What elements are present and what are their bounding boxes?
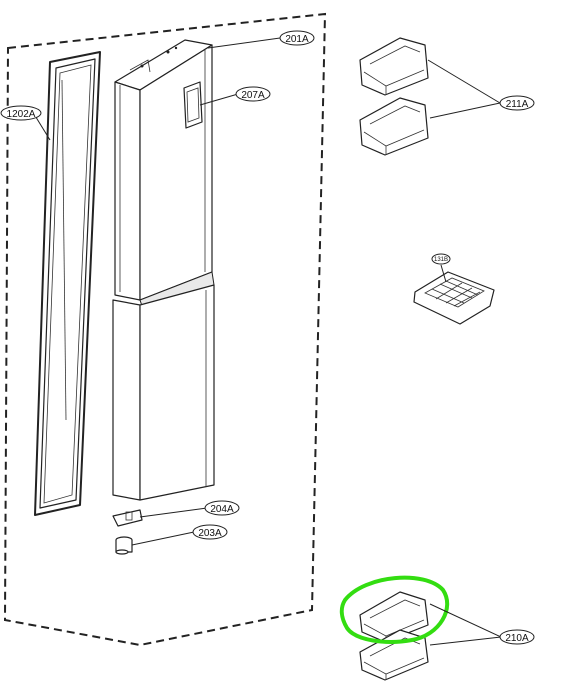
hinge-lower-part[interactable]: [115, 536, 133, 555]
door-basket-lower-part-2[interactable]: [359, 629, 429, 681]
hinge-upper-part[interactable]: [112, 509, 143, 527]
door-assembly-part[interactable]: [112, 39, 215, 501]
callout-131B[interactable]: 131B: [431, 253, 451, 265]
door-basket-upper-part-2[interactable]: [359, 97, 429, 156]
svg-text:210A: 210A: [505, 633, 529, 644]
door-basket-upper-part-1[interactable]: [359, 37, 429, 96]
display-cover-part[interactable]: [183, 81, 203, 129]
highlight-circle: [339, 575, 450, 644]
svg-text:211A: 211A: [506, 99, 529, 110]
svg-text:204A: 204A: [210, 504, 234, 515]
svg-text:207A: 207A: [241, 90, 265, 101]
callout-207A[interactable]: 207A: [235, 86, 271, 102]
callout-201A[interactable]: 201A: [279, 30, 315, 46]
assembly-boundary: [3, 12, 327, 647]
svg-text:1202A: 1202A: [7, 109, 36, 120]
callout-204A[interactable]: 204A: [204, 500, 240, 516]
callout-211A[interactable]: 211A: [499, 95, 535, 111]
ice-tray-part[interactable]: [413, 271, 495, 325]
svg-text:131B: 131B: [434, 257, 448, 263]
door-gasket-part[interactable]: [34, 51, 101, 516]
callout-203A[interactable]: 203A: [192, 524, 228, 540]
svg-text:203A: 203A: [198, 528, 222, 539]
door-basket-lower-part-1[interactable]: [359, 591, 429, 643]
callout-1202A[interactable]: 1202A: [0, 105, 42, 121]
callout-210A[interactable]: 210A: [499, 629, 535, 645]
svg-text:201A: 201A: [285, 34, 309, 45]
